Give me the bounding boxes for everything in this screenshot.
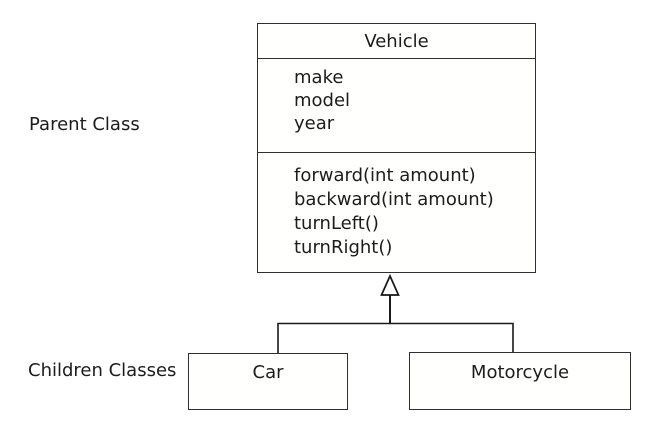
vehicle-method-turnright: turnRight() — [294, 237, 393, 258]
vehicle-attributes-section: make model year — [258, 59, 535, 153]
vehicle-class-title: Vehicle — [258, 24, 535, 59]
vehicle-methods-section: forward(int amount) backward(int amount)… — [258, 153, 535, 272]
children-connector-line — [277, 322, 514, 353]
children-classes-label: Children Classes — [28, 360, 177, 381]
vehicle-attribute-model: model — [294, 90, 351, 111]
parent-class-label: Parent Class — [29, 114, 140, 135]
vehicle-attribute-year: year — [294, 113, 335, 134]
vehicle-class-box: Vehicle make model year forward(int amou… — [257, 23, 536, 273]
vehicle-method-backward: backward(int amount) — [294, 189, 494, 210]
motorcycle-class-box: Motorcycle — [409, 352, 631, 410]
vehicle-attribute-make: make — [294, 67, 344, 88]
vehicle-method-forward: forward(int amount) — [294, 165, 476, 186]
inheritance-arrow-head — [380, 273, 400, 296]
car-class-box: Car — [188, 353, 348, 410]
vehicle-method-turnleft: turnLeft() — [294, 213, 379, 234]
